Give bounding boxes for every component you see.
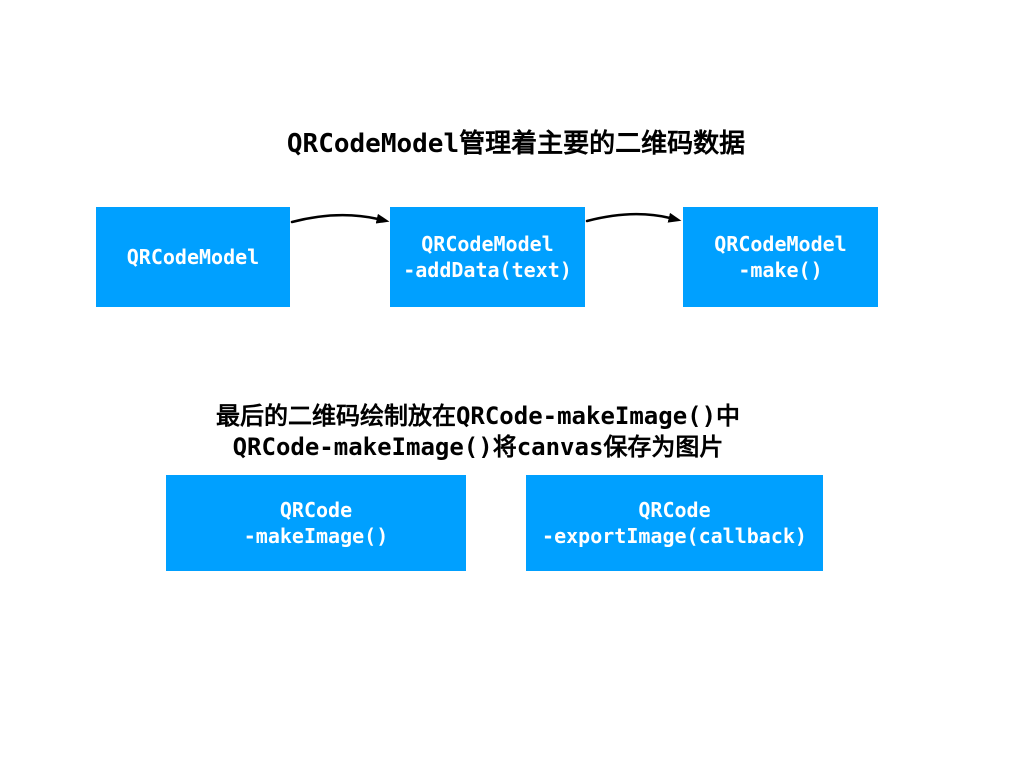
- flow-box-adddata: QRCodeModel -addData(text): [390, 207, 585, 307]
- section2-title-line1: 最后的二维码绘制放在QRCode-makeImage()中: [215, 402, 741, 430]
- flow-box-makeimage: QRCode -makeImage(): [166, 475, 466, 571]
- box-label-line: QRCode: [279, 498, 353, 522]
- section2-title: 最后的二维码绘制放在QRCode-makeImage()中 QRCode-mak…: [216, 401, 740, 463]
- arrow-box1-to-box2: [290, 213, 390, 224]
- box-label-line: -addData(text): [403, 258, 572, 282]
- box-label-line: QRCodeModel: [421, 232, 554, 256]
- flow-box-qrcodemodel: QRCodeModel: [96, 207, 290, 307]
- box-label-line: QRCodeModel: [126, 245, 260, 269]
- box-label-line: QRCodeModel: [714, 232, 847, 256]
- section2-title-line2: QRCode-makeImage()将canvas保存为图片: [232, 433, 724, 461]
- flow-box-make: QRCodeModel -make(): [683, 207, 878, 307]
- section1-title: QRCodeModel管理着主要的二维码数据: [286, 129, 746, 159]
- box-label-line: QRCode: [638, 498, 711, 522]
- box-label-line: -makeImage(): [243, 524, 389, 548]
- box-label-line: -make(): [738, 258, 823, 282]
- box-label-line: -exportImage(callback): [542, 524, 807, 548]
- flow-box-exportimage: QRCode -exportImage(callback): [526, 475, 823, 571]
- arrow-box2-to-box3: [585, 212, 682, 223]
